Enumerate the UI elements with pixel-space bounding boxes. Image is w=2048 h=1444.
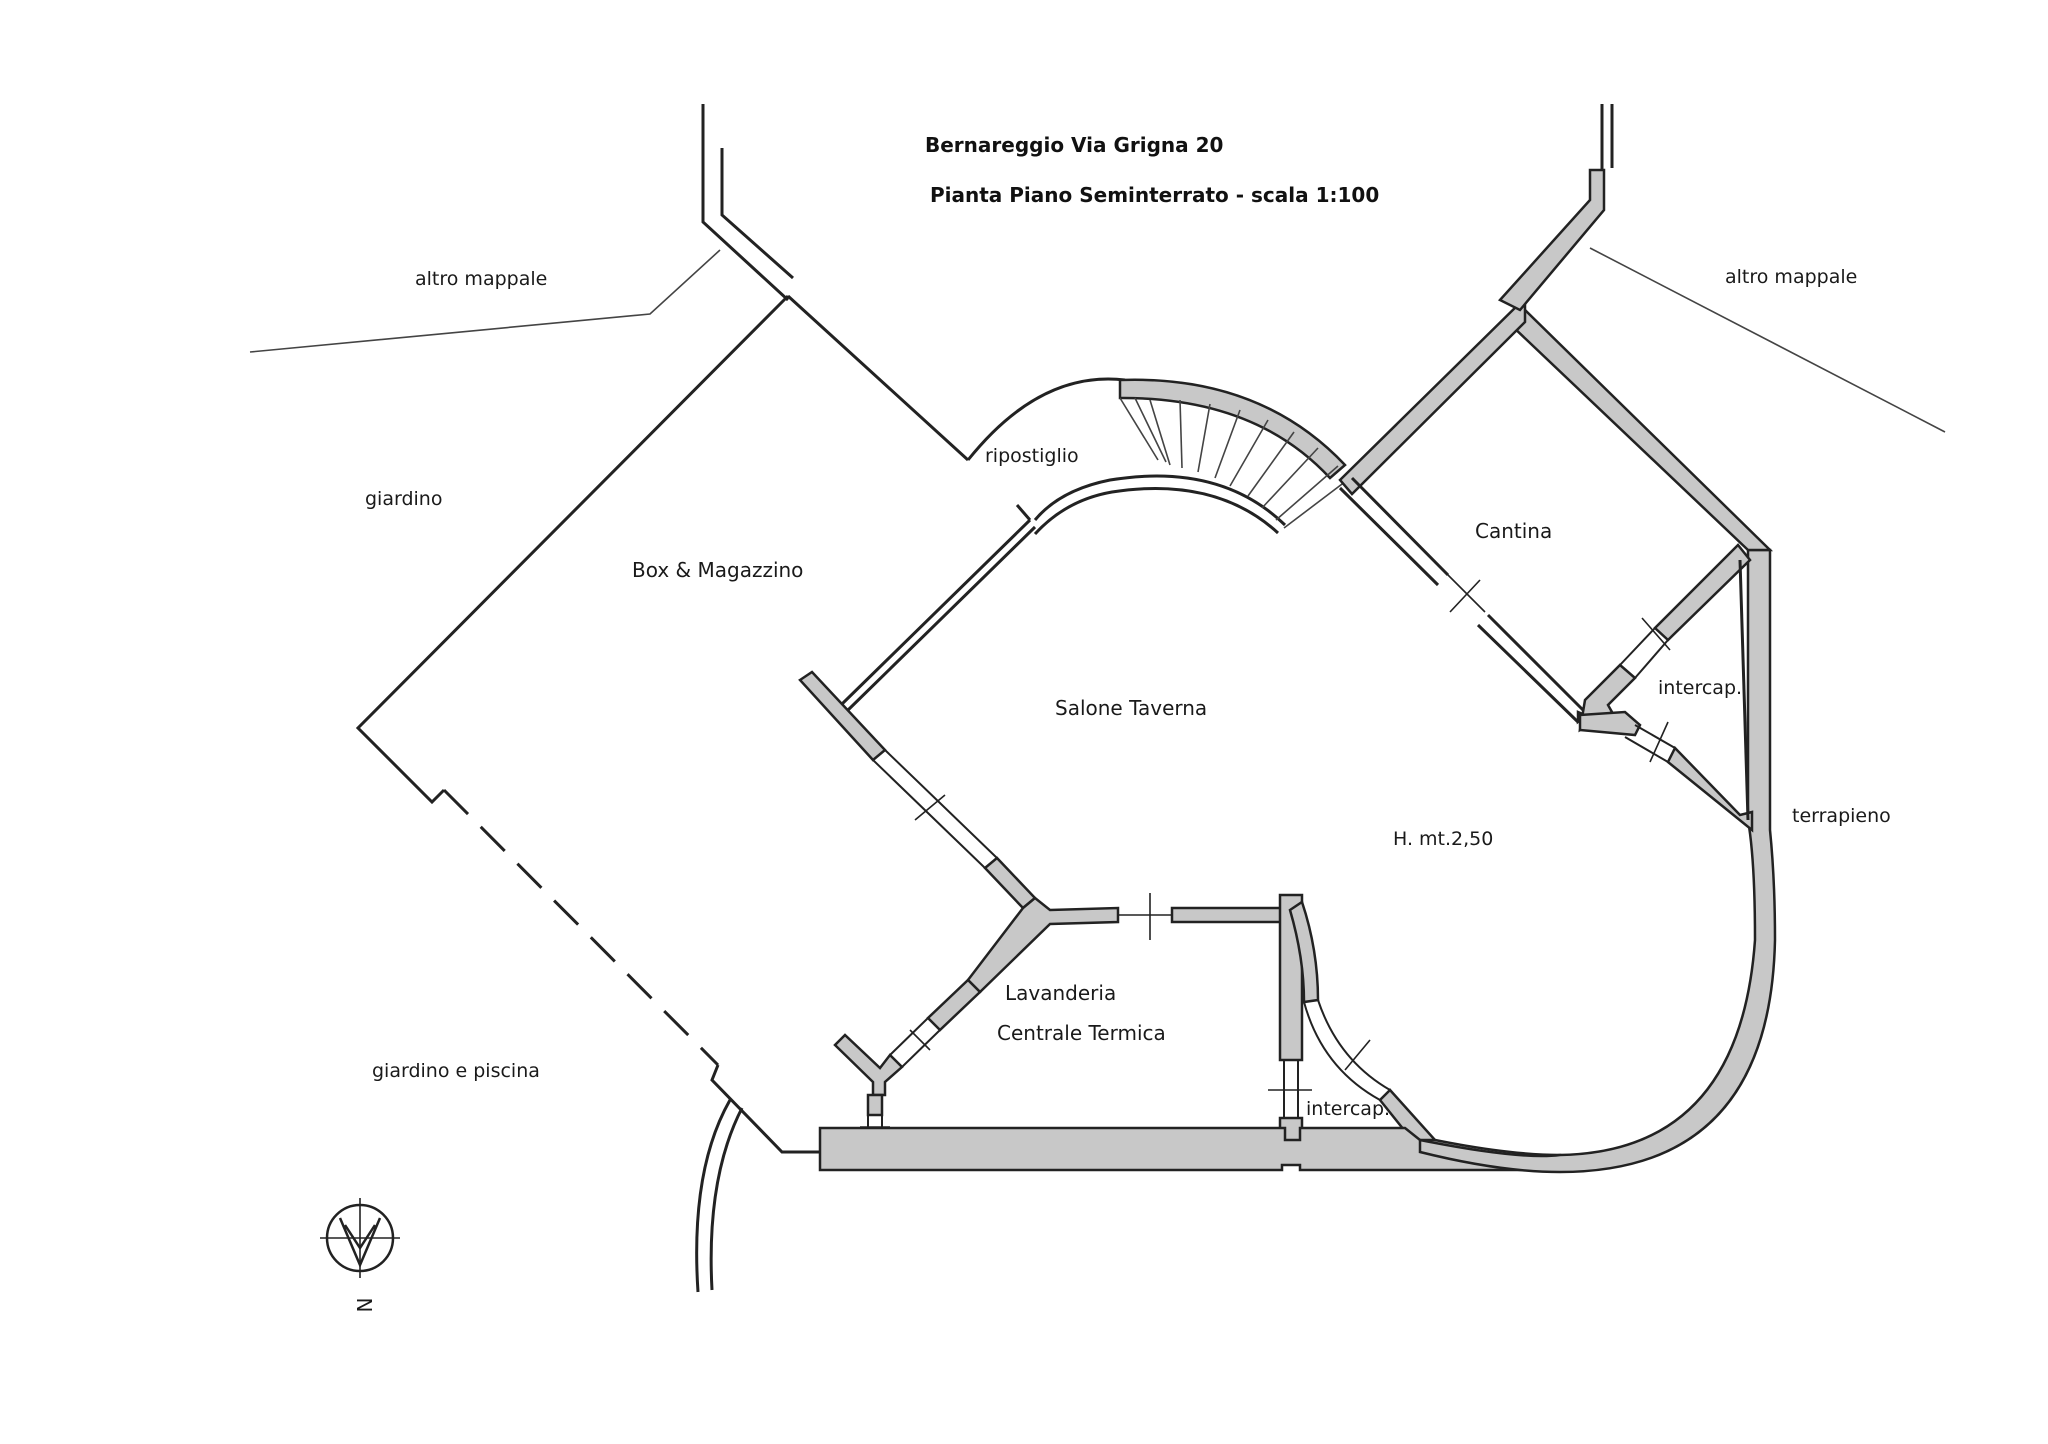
label-giardino: giardino xyxy=(365,488,442,510)
label-giardino-piscina: giardino e piscina xyxy=(372,1060,540,1082)
cantina-front-wall xyxy=(1338,476,1595,725)
label-intercap-bottom: intercap. xyxy=(1306,1098,1390,1120)
intercapedine-triangle xyxy=(1578,543,1754,833)
label-intercap-right: intercap. xyxy=(1658,677,1742,699)
label-altro-mappale-right: altro mappale xyxy=(1725,266,1857,288)
label-cantina: Cantina xyxy=(1475,519,1552,543)
label-ripostiglio: ripostiglio xyxy=(985,445,1079,467)
ramp-walls-left xyxy=(701,104,794,302)
label-lavanderia: Lavanderia xyxy=(1005,981,1116,1005)
label-terrapieno: terrapieno xyxy=(1792,805,1891,827)
label-altro-mappale-left: altro mappale xyxy=(415,268,547,290)
bottom-outer-wall xyxy=(818,1126,1562,1172)
label-box-magazzino: Box & Magazzino xyxy=(632,558,803,582)
label-centrale-termica: Centrale Termica xyxy=(997,1021,1166,1045)
north-arrow-icon xyxy=(320,1198,400,1278)
label-north: N xyxy=(352,1298,376,1313)
salone-left-wall xyxy=(798,518,1037,910)
inner-curved-wall xyxy=(1288,900,1437,1152)
outer-curved-wall xyxy=(1418,548,1777,1174)
ripostiglio-stair xyxy=(966,377,1351,536)
ramp-curve-bottom-left xyxy=(695,1099,744,1293)
property-boundaries xyxy=(249,247,1946,433)
title-subtitle: Pianta Piano Seminterrato - scala 1:100 xyxy=(930,183,1379,207)
label-height: H. mt.2,50 xyxy=(1393,828,1493,850)
stair-treads xyxy=(1119,397,1351,529)
cantina-outer-walls xyxy=(1338,104,1774,552)
label-salone-taverna: Salone Taverna xyxy=(1055,696,1207,720)
title-address: Bernareggio Via Grigna 20 xyxy=(925,133,1223,157)
